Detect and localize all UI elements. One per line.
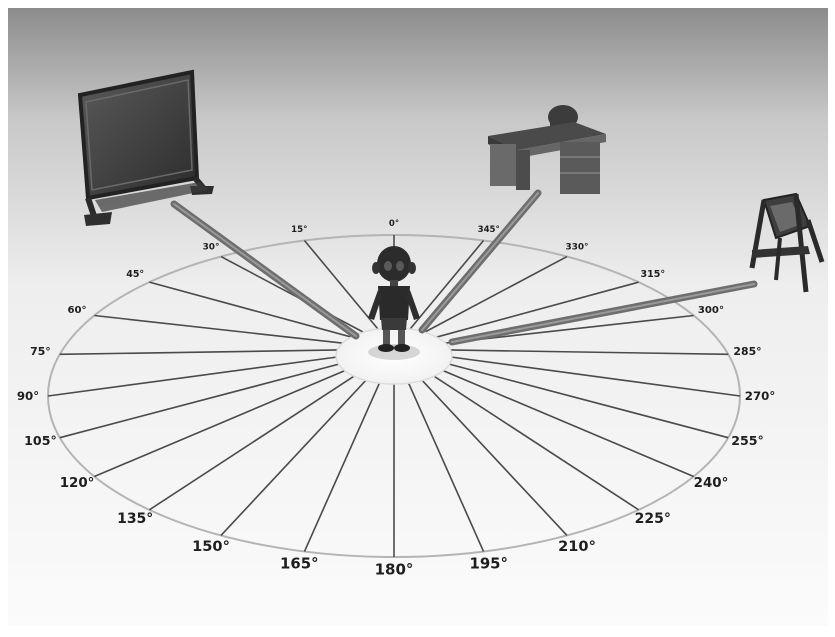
angle-label-315: 315° (641, 269, 666, 280)
angle-label-330: 330° (566, 242, 589, 252)
angle-label-255: 255° (731, 433, 764, 448)
angle-label-120: 120° (60, 476, 95, 491)
angle-label-270: 270° (745, 389, 776, 403)
angle-label-195: 195° (469, 554, 508, 572)
angle-label-30: 30° (203, 242, 220, 252)
angle-label-45: 45° (126, 269, 144, 280)
angle-label-15: 15° (291, 225, 307, 235)
angle-label-105: 105° (24, 433, 57, 448)
angle-label-285: 285° (733, 345, 761, 358)
angle-label-90: 90° (17, 389, 39, 403)
angle-label-225: 225° (635, 511, 671, 527)
angle-label-300: 300° (698, 305, 724, 316)
angle-label-150: 150° (192, 538, 230, 555)
angle-label-135: 135° (117, 511, 153, 527)
angle-label-165: 165° (280, 554, 319, 572)
angle-label-210: 210° (558, 538, 596, 555)
angle-label-180: 180° (375, 560, 414, 578)
angle-label-240: 240° (694, 476, 729, 491)
angle-label-75: 75° (30, 345, 51, 358)
angle-label-0: 0° (389, 219, 399, 229)
angle-label-60: 60° (67, 305, 86, 316)
angle-label-345: 345° (478, 225, 500, 235)
